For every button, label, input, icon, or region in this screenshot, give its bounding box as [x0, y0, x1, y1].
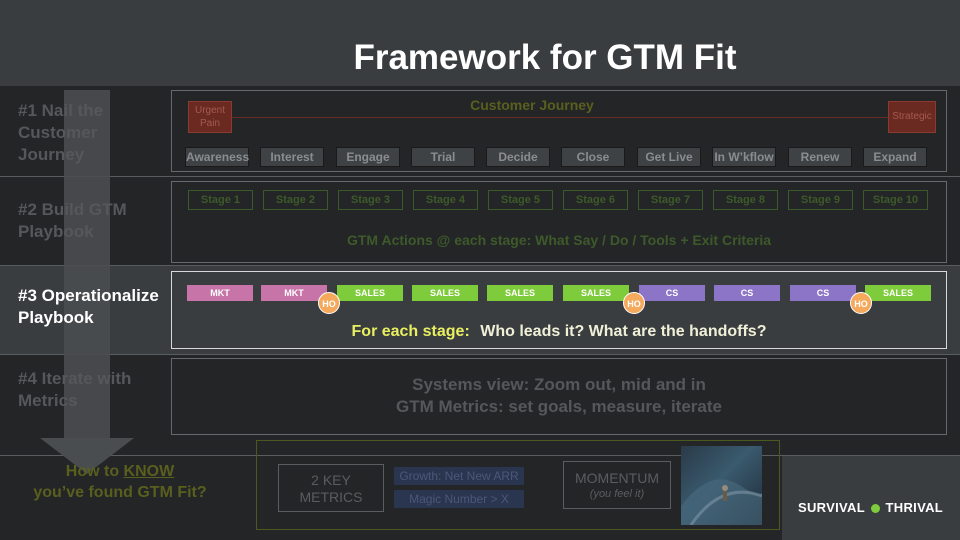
magic-number-metric: Magic Number > X	[394, 490, 524, 508]
role-sales: SALES	[337, 285, 403, 301]
step-1-label: #1 Nail the Customer Journey	[18, 101, 104, 164]
role-mkt: MKT	[187, 285, 253, 301]
momentum-label: MOMENTUM	[575, 470, 659, 486]
journey-stage: Decide	[486, 147, 550, 167]
know-emphasis: KNOW	[123, 463, 175, 480]
journey-stage: Awareness	[185, 147, 249, 167]
playbook-panel	[171, 181, 947, 263]
surfer-image	[681, 446, 762, 525]
role-cs: CS	[639, 285, 705, 301]
page-title: Framework for GTM Fit	[353, 38, 737, 77]
brand-logo: SURVIVAL THRIVAL	[798, 500, 944, 515]
playbook-stage: Stage 8	[713, 190, 778, 210]
band-step-3	[0, 266, 960, 354]
journey-stage: Get Live	[637, 147, 701, 167]
operationalize-caption: For each stage: Who leads it? What are t…	[171, 323, 947, 341]
key-metrics-box: 2 KEY METRICS	[278, 464, 384, 512]
fit-panel	[256, 440, 780, 530]
brand-dot-icon	[870, 504, 880, 514]
fit-question: How to KNOW you’ve found GTM Fit?	[33, 463, 207, 501]
journey-stage: Expand	[863, 147, 927, 167]
handoff-badge: HO	[318, 292, 340, 314]
playbook-stage: Stage 5	[488, 190, 553, 210]
step-3-label: #3 Operationalize Playbook	[18, 286, 159, 327]
band-step-2	[0, 177, 960, 265]
customer-journey-heading: Customer Journey	[470, 97, 594, 113]
journey-stage: Interest	[260, 147, 324, 167]
caption-lead: For each stage:	[351, 323, 470, 340]
journey-stage: Trial	[411, 147, 475, 167]
role-cs: CS	[714, 285, 780, 301]
journey-stage: Renew	[788, 147, 852, 167]
momentum-box: MOMENTUM (you feel it)	[563, 461, 671, 509]
playbook-stage: Stage 10	[863, 190, 928, 210]
role-sales: SALES	[563, 285, 629, 301]
playbook-stage: Stage 3	[338, 190, 403, 210]
growth-metric: Growth: Net New ARR	[394, 467, 524, 485]
role-cs: CS	[790, 285, 856, 301]
playbook-stage: Stage 9	[788, 190, 853, 210]
journey-stage: Engage	[336, 147, 400, 167]
journey-stage: In W’kflow	[712, 147, 776, 167]
band-step-4	[0, 355, 960, 455]
iterate-panel	[171, 358, 947, 435]
step-2-label: #2 Build GTM Playbook	[18, 200, 127, 241]
playbook-stage: Stage 2	[263, 190, 328, 210]
playbook-stage: Stage 6	[563, 190, 628, 210]
momentum-sub: (you feel it)	[589, 488, 645, 500]
caption-rest: Who leads it? What are the handoffs?	[480, 323, 767, 340]
iterate-line-1: Systems view: Zoom out, mid and in	[412, 375, 706, 394]
role-mkt: MKT	[261, 285, 327, 301]
playbook-stage: Stage 1	[188, 190, 253, 210]
role-sales: SALES	[865, 285, 931, 301]
progress-arrow-shaft	[64, 90, 110, 440]
urgent-pain-box: Urgent Pain	[188, 101, 232, 133]
playbook-stage: Stage 4	[413, 190, 478, 210]
playbook-caption: GTM Actions @ each stage: What Say / Do …	[346, 232, 771, 248]
strategic-box: Strategic	[888, 101, 936, 133]
operationalize-panel	[171, 271, 947, 349]
role-sales: SALES	[412, 285, 478, 301]
customer-journey-panel	[171, 90, 947, 172]
journey-line	[232, 117, 888, 118]
journey-stage: Close	[561, 147, 625, 167]
role-sales: SALES	[487, 285, 553, 301]
iterate-line-2: GTM Metrics: set goals, measure, iterate	[396, 397, 722, 416]
down-arrow-icon	[40, 438, 134, 474]
handoff-badge: HO	[623, 292, 645, 314]
playbook-stage: Stage 7	[638, 190, 703, 210]
handoff-badge: HO	[850, 292, 872, 314]
step-4-label: #4 Iterate with Metrics	[18, 369, 132, 410]
